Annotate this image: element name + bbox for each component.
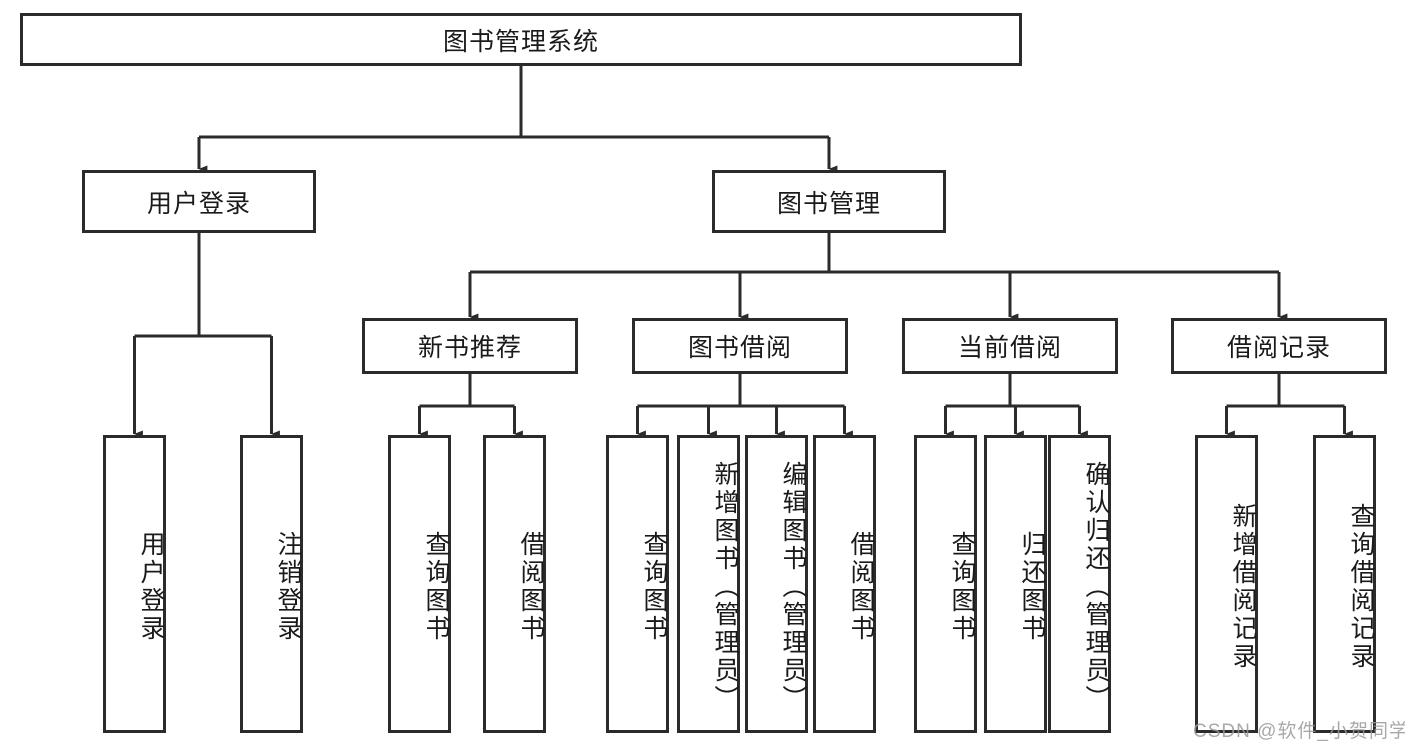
- node-label: 图书借阅: [687, 334, 792, 362]
- node-leaf-logout[interactable]: 注销登录: [240, 435, 303, 733]
- node-label: 编辑图书（管理员）: [779, 461, 807, 713]
- node-l1-user-login[interactable]: 用户登录: [82, 170, 316, 233]
- node-leaf-borrow-book-1[interactable]: 借阅图书: [483, 435, 546, 733]
- node-label: 查询图书: [422, 531, 450, 643]
- node-label: 确认归还（管理员）: [1082, 461, 1110, 713]
- node-root[interactable]: 图书管理系统: [20, 13, 1022, 66]
- node-leaf-query-record[interactable]: 查询借阅记录: [1313, 435, 1376, 733]
- node-l2-book-borrow[interactable]: 图书借阅: [632, 318, 848, 374]
- node-label: 查询借阅记录: [1347, 503, 1375, 671]
- node-leaf-borrow-book-2[interactable]: 借阅图书: [813, 435, 876, 733]
- node-label: 新增借阅记录: [1229, 503, 1257, 671]
- watermark-label: CSDN @软件_小贺同学: [1193, 721, 1405, 742]
- node-label: 用户登录: [137, 531, 165, 643]
- node-label: 当前借阅: [957, 334, 1062, 362]
- node-l2-borrow-record[interactable]: 借阅记录: [1171, 318, 1387, 374]
- node-leaf-user-login[interactable]: 用户登录: [103, 435, 166, 733]
- node-leaf-confirm-return[interactable]: 确认归还（管理员）: [1048, 435, 1111, 733]
- node-label: 图书管理: [776, 189, 881, 218]
- node-label: 新增图书（管理员）: [711, 461, 739, 713]
- node-label: 查询图书: [948, 531, 976, 643]
- node-leaf-query-book-3[interactable]: 查询图书: [914, 435, 977, 733]
- node-label: 注销登录: [274, 531, 302, 643]
- node-leaf-query-book-1[interactable]: 查询图书: [388, 435, 451, 733]
- node-label: 借阅记录: [1226, 334, 1331, 362]
- node-label: 图书管理系统: [442, 27, 599, 56]
- node-label: 查询图书: [640, 531, 668, 643]
- node-label: 新书推荐: [417, 334, 522, 362]
- node-leaf-return-book[interactable]: 归还图书: [984, 435, 1047, 733]
- node-l2-current-borrow[interactable]: 当前借阅: [902, 318, 1118, 374]
- node-leaf-query-book-2[interactable]: 查询图书: [606, 435, 669, 733]
- node-leaf-add-record[interactable]: 新增借阅记录: [1195, 435, 1258, 733]
- node-leaf-add-book[interactable]: 新增图书（管理员）: [677, 435, 740, 733]
- node-leaf-edit-book[interactable]: 编辑图书（管理员）: [745, 435, 808, 733]
- node-label: 借阅图书: [517, 531, 545, 643]
- node-l2-new-book-rec[interactable]: 新书推荐: [362, 318, 578, 374]
- node-label: 借阅图书: [847, 531, 875, 643]
- node-label: 归还图书: [1018, 531, 1046, 643]
- node-l1-book-mgmt[interactable]: 图书管理: [712, 170, 946, 233]
- node-label: 用户登录: [146, 189, 251, 218]
